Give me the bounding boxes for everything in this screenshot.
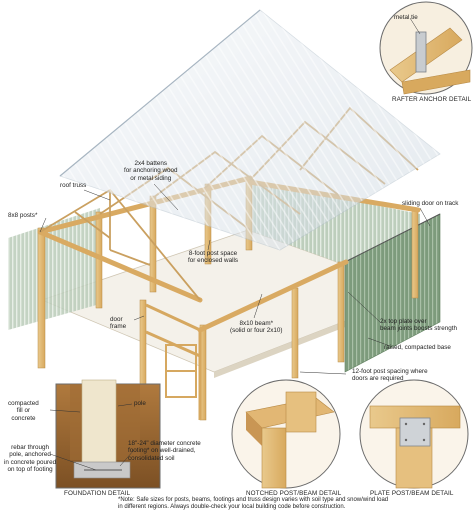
label-post-space: 8-foot post space for enclosed walls bbox=[188, 250, 239, 265]
footnote: *Note: Safe sizes for posts, beams, foot… bbox=[118, 497, 389, 510]
foundation-detail-graphic bbox=[49, 379, 161, 489]
label-raised-base: raised, compacted base bbox=[384, 344, 451, 351]
label-battens: 2x4 battens for anchoring wood or metal … bbox=[124, 160, 178, 182]
label-notched-detail: NOTCHED POST/BEAM DETAIL bbox=[246, 490, 342, 497]
label-footing: 18"-24" diameter concrete footing* on we… bbox=[128, 440, 201, 462]
label-pole: pole bbox=[134, 400, 146, 407]
label-rebar: rebar through pole, anchored in concrete… bbox=[4, 444, 57, 474]
label-posts: 8x8 posts* bbox=[8, 212, 38, 219]
label-post-spacing: 12-foot post spacing where doors are req… bbox=[352, 368, 428, 383]
rafter-anchor-detail-graphic bbox=[379, 1, 473, 95]
plate-detail-graphic bbox=[359, 379, 469, 489]
label-beam: 8x10 beam* (solid or four 2x10) bbox=[230, 320, 283, 335]
leader-lines bbox=[39, 183, 431, 375]
notched-detail-graphic bbox=[231, 379, 341, 489]
label-compacted-fill: compacted fill or concrete bbox=[8, 400, 39, 422]
label-plate-detail: PLATE POST/BEAM DETAIL bbox=[370, 490, 454, 497]
label-metal-tie: metal tie bbox=[394, 14, 418, 21]
label-top-plate: 2x top plate over beam joints boosts str… bbox=[380, 318, 458, 333]
roof-panels bbox=[59, 9, 441, 251]
label-rafter-anchor-detail: RAFTER ANCHOR DETAIL bbox=[392, 96, 472, 103]
label-roof-truss: roof truss bbox=[60, 182, 87, 189]
label-sliding-door: sliding door on track bbox=[402, 200, 459, 207]
label-foundation-detail: FOUNDATION DETAIL bbox=[64, 490, 131, 497]
label-door-frame: door frame bbox=[110, 316, 127, 331]
